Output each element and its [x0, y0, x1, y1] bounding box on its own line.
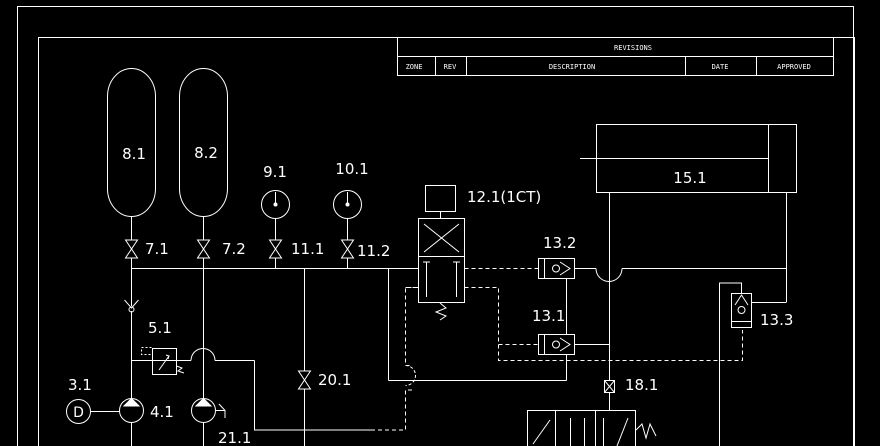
col-date: DATE [712, 63, 729, 71]
solenoid-valve-12-1 [418, 185, 465, 321]
col-rev: REV [444, 63, 457, 71]
col-approved: APPROVED [777, 63, 811, 71]
valve-7-2-label: 7.2 [222, 240, 246, 258]
check-valve-suction [124, 299, 139, 309]
pump-21-1-label: 21.1 [218, 429, 251, 446]
valve-11-1-label: 11.1 [291, 240, 324, 258]
relief-valve-5-1 [141, 347, 185, 375]
valve-20-1-label: 20.1 [318, 371, 351, 389]
pump-4-1 [119, 397, 144, 423]
accumulator-8-1-label: 8.1 [122, 145, 146, 163]
valve-7-1 [124, 239, 139, 259]
relief-valve-5-1-label: 5.1 [148, 319, 172, 337]
check-valve-13-1 [538, 334, 575, 355]
throttle-18-1-label: 18.1 [625, 376, 658, 394]
cylinder-15-1 [580, 124, 797, 193]
motor-3-1-label: 3.1 [68, 376, 92, 394]
revisions-title: REVISIONS [614, 44, 652, 52]
valve-20-1 [297, 370, 312, 390]
pump-4-1-label: 4.1 [150, 403, 174, 421]
gauge-9-1-label: 9.1 [263, 163, 287, 181]
valve-11-2 [340, 239, 355, 259]
cylinder-15-1-label: 15.1 [673, 169, 706, 187]
check-valve-13-2-label: 13.2 [543, 234, 576, 252]
throttle-18-1 [604, 380, 615, 393]
check-valve-13-1-label: 13.1 [532, 307, 565, 325]
check-valve-13-3 [731, 293, 752, 328]
check-valve-13-2 [538, 258, 575, 279]
motor-symbol: D [73, 405, 84, 421]
solenoid-valve-12-1-label: 12.1(1CT) [467, 188, 541, 206]
valve-11-2-label: 11.2 [357, 242, 390, 260]
accumulator-8-2-label: 8.2 [194, 144, 218, 162]
outer-frame [17, 6, 854, 446]
accumulator-8-1 [107, 68, 156, 217]
col-description: DESCRIPTION [549, 63, 595, 71]
valve-7-1-label: 7.1 [145, 240, 169, 258]
check-valve-13-3-label: 13.3 [760, 311, 793, 329]
gauge-10-1-label: 10.1 [335, 160, 368, 178]
valve-11-1 [268, 239, 283, 259]
valve-7-2 [196, 239, 211, 259]
pump-21-1 [191, 397, 226, 423]
revision-table: REVISIONS ZONE REV DESCRIPTION DATE APPR… [397, 37, 834, 76]
directional-valve-bottom [527, 410, 657, 446]
accumulator-8-2 [179, 68, 228, 217]
col-zone: ZONE [406, 63, 423, 71]
pilot-lines [371, 268, 743, 431]
